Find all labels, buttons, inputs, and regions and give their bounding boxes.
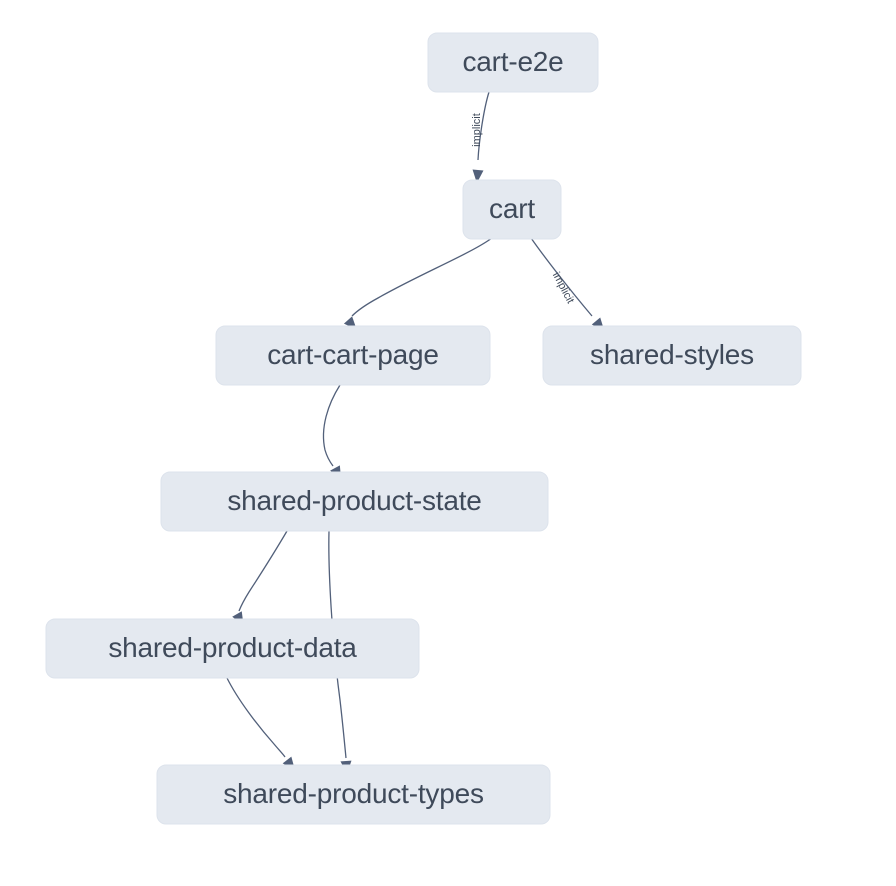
node-label: shared-product-state — [227, 485, 481, 516]
graph-node-cart-cart-page[interactable]: cart-cart-page — [215, 325, 491, 386]
graph-node-cart-e2e[interactable]: cart-e2e — [427, 32, 599, 93]
nodes-layer: cart-e2e cart cart-cart-page shared-styles s… — [45, 32, 802, 825]
node-box[interactable] — [462, 179, 562, 240]
node-label: shared-styles — [590, 339, 754, 370]
node-box[interactable] — [427, 32, 599, 93]
edge-line — [477, 91, 490, 161]
node-box[interactable] — [215, 325, 491, 386]
node-box[interactable] — [542, 325, 802, 386]
edge-line — [351, 237, 493, 317]
edge-line — [238, 530, 288, 612]
edge-line — [530, 237, 593, 317]
graph-node-cart[interactable]: cart — [462, 179, 562, 240]
edge-line — [322, 384, 341, 467]
edge-arrowhead-icon — [472, 169, 484, 183]
node-label: shared-product-types — [223, 778, 484, 809]
edge-label: implicit — [550, 270, 576, 305]
node-box[interactable] — [156, 764, 551, 825]
edge-line — [226, 677, 286, 758]
node-box[interactable] — [160, 471, 549, 532]
edge-label: implicit — [471, 113, 483, 147]
graph-node-shared-styles[interactable]: shared-styles — [542, 325, 802, 386]
graph-node-shared-product-types[interactable]: shared-product-types — [156, 764, 551, 825]
node-label: shared-product-data — [108, 632, 357, 663]
node-box[interactable] — [45, 618, 420, 679]
node-label: cart-cart-page — [267, 339, 439, 370]
node-label: cart-e2e — [462, 46, 563, 77]
graph-node-shared-product-state[interactable]: shared-product-state — [160, 471, 549, 532]
graph-node-shared-product-data[interactable]: shared-product-data — [45, 618, 420, 679]
node-label: cart — [489, 193, 535, 224]
